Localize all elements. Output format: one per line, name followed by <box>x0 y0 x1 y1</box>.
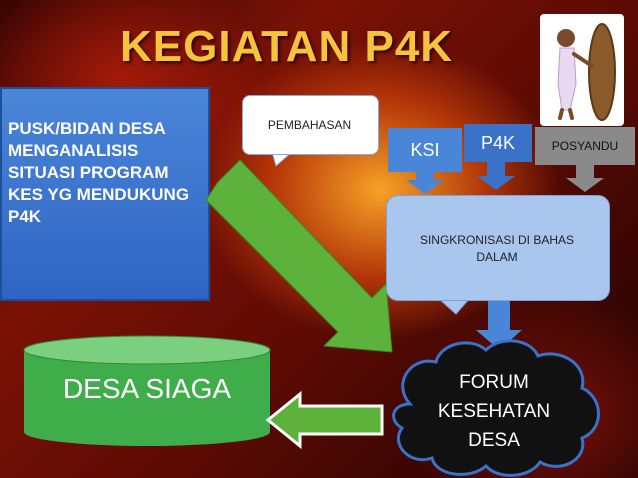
posyandu-down-arrow <box>566 165 604 192</box>
p4k-down-arrow <box>477 162 515 190</box>
pusk-line: MENGANALISIS <box>8 141 139 160</box>
slide-title: KEGIATAN P4K <box>120 22 454 71</box>
p4k-tag: P4K <box>464 124 532 162</box>
ksi-tag: KSI <box>388 128 462 172</box>
sync-box <box>386 195 610 301</box>
pusk-text: PUSK/BIDAN DESA MENGANALISIS SITUASI PRO… <box>8 118 206 228</box>
forum-line: FORUM <box>459 372 529 393</box>
sync-line: DALAM <box>476 250 518 264</box>
sync-line: SINGKRONISASI DI BAHAS <box>419 233 575 247</box>
pusk-box <box>0 87 210 301</box>
forum-line: KESEHATAN <box>437 401 551 422</box>
pembahasan-label: PEMBAHASAN <box>267 118 352 132</box>
sync-text: SINGKRONISASI DI BAHAS DALAM <box>392 232 602 266</box>
pusk-line: PUSK/BIDAN DESA <box>8 119 166 138</box>
pusk-line: SITUASI PROGRAM <box>8 163 169 182</box>
pusk-line: P4K <box>8 207 42 226</box>
pusk-line: KES YG MENDUKUNG <box>8 185 190 204</box>
ksi-down-arrow <box>406 172 444 194</box>
posyandu-tag: POSYANDU <box>535 127 635 165</box>
forum-line: DESA <box>468 430 520 451</box>
desa-siaga-cylinder <box>23 335 271 446</box>
desa-siaga-label: DESA SIAGA <box>62 373 232 404</box>
forum-cloud <box>392 339 600 477</box>
diagonal-arrow <box>205 159 393 353</box>
person-with-board-icon <box>540 14 624 126</box>
pembahasan-callout <box>242 95 379 155</box>
left-arrow <box>265 390 384 450</box>
sync-down-arrow <box>476 300 522 350</box>
forum-text: FORUM KESEHATAN DESA <box>412 368 576 455</box>
